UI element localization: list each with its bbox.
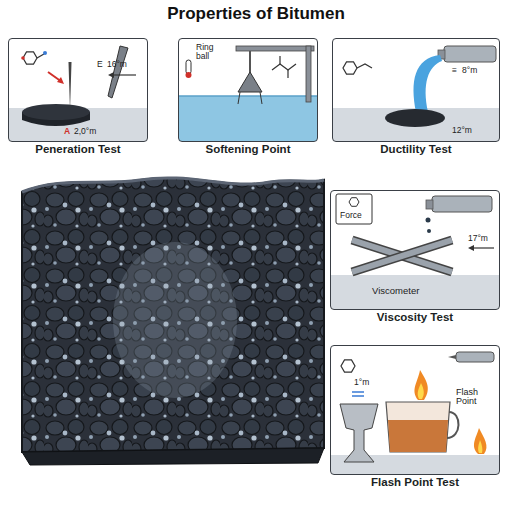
penetrometer-pen xyxy=(108,46,128,98)
bitumen-stream xyxy=(414,55,442,112)
panel-caption: Softening Point xyxy=(155,143,341,156)
test-panel: Flash Point Test xyxy=(330,345,500,475)
molecule-ring xyxy=(341,360,355,372)
ground xyxy=(331,275,499,309)
dimension-arrow xyxy=(112,74,136,75)
apparatus-leg xyxy=(238,92,240,104)
bitumen-sample xyxy=(385,109,445,127)
annotation-label: E xyxy=(97,60,103,69)
nozzle-tip xyxy=(426,200,433,209)
water-bath xyxy=(179,96,317,141)
ring-ball-apparatus xyxy=(238,72,262,92)
drop xyxy=(427,229,431,233)
binder-core xyxy=(113,242,237,398)
molecule-bond xyxy=(280,56,288,78)
atom xyxy=(43,51,47,55)
hanging-rod xyxy=(249,51,251,74)
thermometer-icon xyxy=(186,60,191,74)
annotation-label: 12°m xyxy=(452,126,472,135)
force-icon xyxy=(336,194,372,224)
annotation-label: Force xyxy=(340,211,362,220)
needle xyxy=(69,62,72,111)
stand-post xyxy=(306,46,311,102)
molecule-chain xyxy=(272,64,296,70)
atom xyxy=(21,56,25,60)
molecule-ring xyxy=(23,52,37,64)
test-cup xyxy=(386,402,450,452)
molecule-ring xyxy=(343,62,357,74)
nozzle xyxy=(432,196,492,212)
thermometer-bulb xyxy=(186,72,192,78)
panel-caption: Ductility Test xyxy=(309,143,512,156)
nozzle xyxy=(444,46,496,62)
annotation-label: 17°m xyxy=(468,234,488,243)
annotation-label: A xyxy=(64,127,70,136)
viscometer-arm xyxy=(352,240,452,272)
block-side xyxy=(22,448,324,465)
water-surface xyxy=(179,95,317,97)
annotation-label: 8°m xyxy=(462,66,477,75)
annotation-label: 16°m xyxy=(107,60,127,69)
diagram-title: Properties of Bitumen xyxy=(0,4,512,24)
arrow-head xyxy=(468,245,474,251)
panel-caption: Flash Point Test xyxy=(307,476,512,489)
panel-caption: Peneration Test xyxy=(0,143,171,156)
bitumen-block xyxy=(22,178,324,452)
flame xyxy=(415,370,428,400)
molecule-bond xyxy=(37,54,44,58)
annotation-label: Viscometer xyxy=(372,286,419,296)
ground xyxy=(333,108,499,141)
hot-bitumen xyxy=(388,420,448,452)
dropper xyxy=(456,352,494,362)
annotation-label: 1°m xyxy=(354,378,369,387)
flame-core xyxy=(418,383,424,399)
flame xyxy=(474,428,487,454)
test-panel: Ductility Test xyxy=(332,38,500,142)
arrow-head xyxy=(108,72,114,78)
viscometer-arm xyxy=(352,240,452,272)
block-top-edge xyxy=(22,178,324,192)
burner-stand xyxy=(340,404,378,462)
viscometer-arm xyxy=(352,240,452,272)
arrow-head xyxy=(57,77,64,84)
molecule-ring xyxy=(349,198,359,207)
bitumen-sample-top xyxy=(22,104,90,120)
dimension-arrow xyxy=(472,247,494,248)
flame-core xyxy=(478,440,482,453)
panel-caption: Viscosity Test xyxy=(307,311,512,324)
annotation-label: 2,0°m xyxy=(74,127,96,136)
stand-bar xyxy=(236,46,314,51)
apparatus-leg xyxy=(260,92,262,104)
level-mark xyxy=(352,392,364,396)
drop xyxy=(426,218,431,223)
annotation-label: Flash Point xyxy=(456,388,498,407)
molecule-bond xyxy=(357,64,372,68)
annotation-label: ≡ xyxy=(452,66,457,75)
dropper-tip xyxy=(448,355,456,359)
cup-handle xyxy=(447,412,459,438)
annotation-label: Ring ball xyxy=(196,43,226,61)
viscometer-arm xyxy=(352,240,452,272)
